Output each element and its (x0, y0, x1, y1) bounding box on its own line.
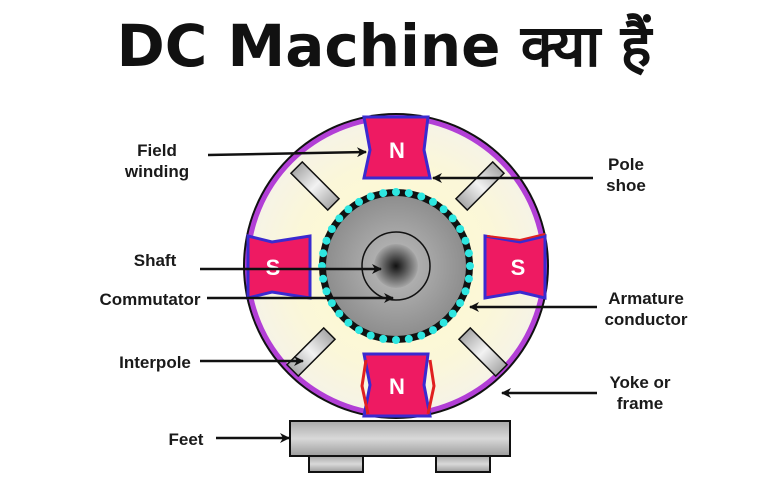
pole-letter-left: S (266, 255, 281, 280)
conductor-dot (404, 334, 413, 343)
conductor-dot (327, 225, 336, 233)
pole-top (362, 115, 432, 180)
machine-base (289, 420, 511, 473)
label-shaft: Shaft (133, 251, 177, 270)
conductor-dot (355, 326, 363, 335)
pole-bottom (360, 352, 436, 418)
label-commutator: Commutator (99, 290, 201, 309)
pole-right (483, 233, 547, 300)
label-armature-line2: conductor (604, 310, 688, 329)
conductor-dot (379, 334, 388, 343)
conductor-dot (448, 214, 457, 223)
label-armature-conductor: Armature conductor (598, 288, 694, 330)
commutator (361, 231, 431, 301)
page-title: DC Machine क्या हैं (116, 12, 652, 80)
label-pole-shoe: Pole shoe (596, 154, 656, 196)
pole-letter-right: S (511, 255, 526, 280)
conductor-dot (404, 189, 413, 198)
conductor-dot (464, 274, 473, 283)
conductor-dot (439, 205, 448, 214)
foot-left (308, 455, 364, 473)
conductor-dot (392, 188, 400, 196)
interpoles (285, 160, 509, 378)
conductor-dot (344, 205, 353, 214)
conductor-dot (344, 318, 353, 327)
label-armature-line1: Armature (608, 289, 684, 308)
pole-letter-bottom: N (389, 374, 405, 399)
label-field-winding: Field winding (112, 140, 202, 182)
conductor-dot (461, 236, 470, 245)
conductor-dot (417, 192, 426, 201)
shaft (374, 244, 418, 288)
base-plate (289, 420, 511, 457)
conductor-dot (466, 262, 474, 270)
conductor-dot (319, 274, 328, 283)
conductor-dot (392, 336, 400, 344)
label-interpole: Interpole (119, 353, 191, 372)
label-field-winding-line1: Field (137, 141, 177, 160)
conductor-dot (335, 309, 344, 318)
leader-lines (200, 147, 597, 443)
conductor-dot (439, 318, 448, 327)
conductor-dot (366, 192, 375, 201)
conductor-dot (319, 249, 328, 258)
conductor-dot (461, 287, 470, 296)
conductor-dot (429, 197, 437, 206)
label-yoke: Yoke or frame (598, 372, 682, 414)
conductor-dot (322, 287, 331, 296)
conductor-dot (379, 189, 388, 198)
conductor-dot (327, 299, 336, 307)
conductor-dot (429, 326, 437, 335)
conductor-dot (448, 309, 457, 318)
label-yoke-line2: frame (616, 394, 664, 413)
label-feet: Feet (168, 430, 204, 449)
arrow-field-winding (207, 147, 367, 158)
label-pole-shoe-line2: shoe (606, 176, 646, 195)
conductor-dot (366, 331, 375, 340)
conductor-dot (456, 225, 465, 233)
conductor-dot (355, 197, 363, 206)
label-field-winding-line2: winding (124, 162, 190, 181)
armature-conductors (318, 188, 474, 344)
conductor-dot (464, 249, 473, 258)
foot-right (435, 455, 491, 473)
conductor-dot (417, 331, 426, 340)
label-pole-shoe-line1: Pole (608, 155, 644, 174)
conductor-dot (335, 214, 344, 223)
conductor-dot (322, 236, 331, 245)
label-yoke-line1: Yoke or (609, 373, 671, 392)
pole-letter-top: N (389, 138, 405, 163)
conductor-dot (456, 299, 465, 307)
